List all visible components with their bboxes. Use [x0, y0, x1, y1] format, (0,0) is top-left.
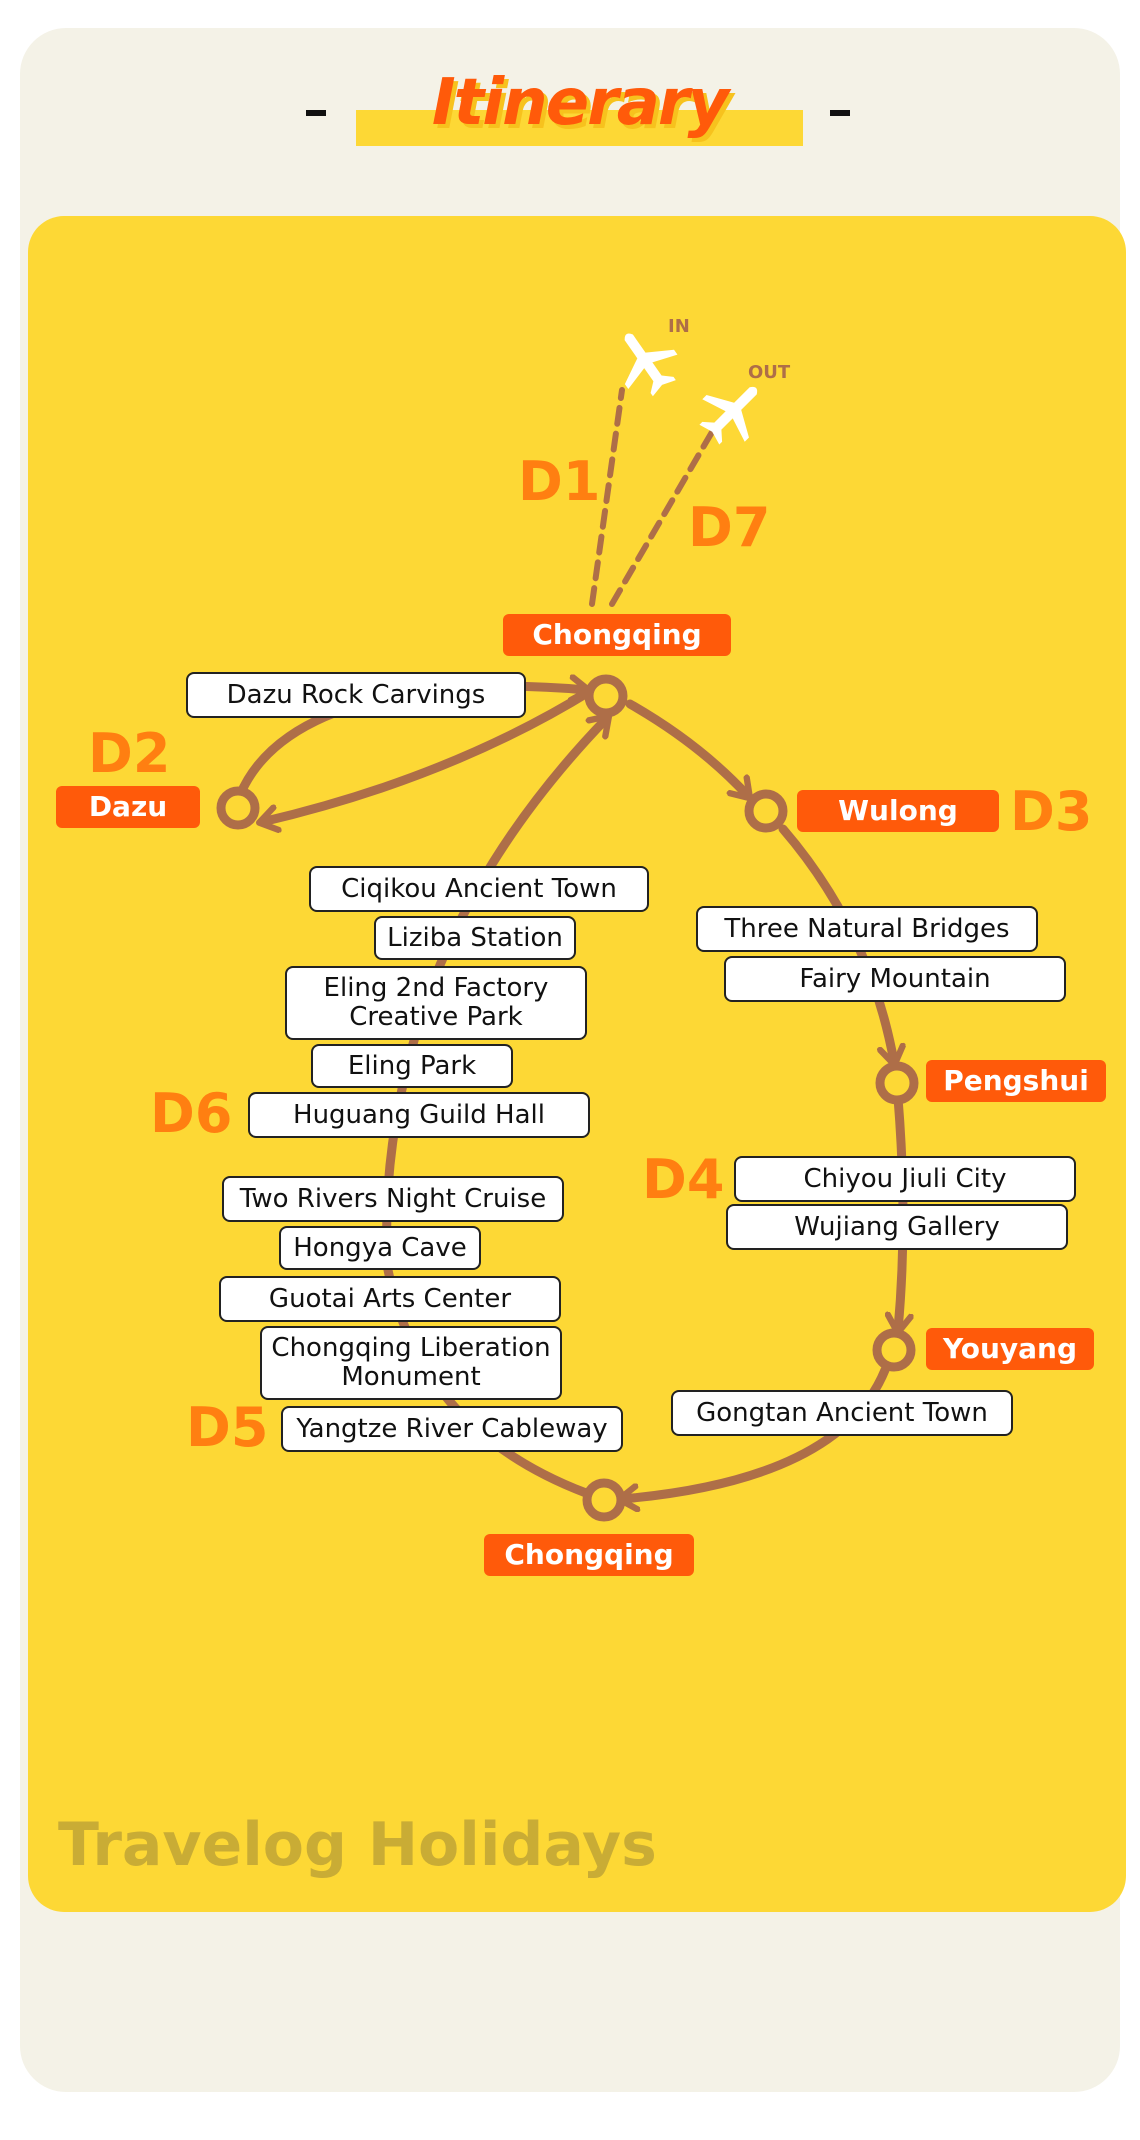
- spot-eling-park: Eling Park: [311, 1044, 513, 1088]
- day-label-d2: D2: [88, 722, 171, 785]
- node-chongqing-bottom: [582, 1478, 626, 1522]
- day-label-d3: D3: [1010, 780, 1093, 843]
- node-pengshui: [875, 1061, 919, 1105]
- spot-gongtan: Gongtan Ancient Town: [671, 1390, 1013, 1436]
- title-dash-right: [830, 110, 850, 116]
- city-label-dazu: Dazu: [56, 786, 200, 828]
- spot-liziba: Liziba Station: [374, 916, 576, 960]
- city-label-chongqing-bottom: Chongqing: [484, 1534, 694, 1576]
- day-label-d1: D1: [518, 450, 601, 513]
- spot-wujiang: Wujiang Gallery: [726, 1204, 1068, 1250]
- page-title: Itinerary: [431, 66, 729, 140]
- title-dash-left: [306, 110, 326, 116]
- node-wulong: [744, 789, 788, 833]
- spot-dazu-rock-carvings: Dazu Rock Carvings: [186, 672, 526, 718]
- node-dazu: [216, 786, 260, 830]
- city-label-wulong: Wulong: [797, 790, 999, 832]
- spot-liberation: Chongqing Liberation Monument: [260, 1326, 562, 1400]
- route-wulong: [625, 699, 748, 796]
- flight-out-label: OUT: [748, 362, 791, 383]
- flight-out-line: [609, 429, 715, 607]
- spot-huguang: Huguang Guild Hall: [248, 1092, 590, 1138]
- flight-in-label: IN: [668, 316, 690, 337]
- day-label-d5: D5: [186, 1396, 269, 1459]
- title-highlight: [356, 110, 803, 146]
- airplane-in-icon: [624, 333, 678, 397]
- day-label-d7: D7: [688, 496, 771, 559]
- node-youyang: [872, 1328, 916, 1372]
- day-label-d6: D6: [150, 1082, 233, 1145]
- city-label-youyang: Youyang: [926, 1328, 1094, 1370]
- spot-eling-factory: Eling 2nd Factory Creative Park: [285, 966, 587, 1040]
- spot-fairy-mountain: Fairy Mountain: [724, 956, 1066, 1002]
- day-label-d4: D4: [642, 1148, 725, 1211]
- spot-three-bridges: Three Natural Bridges: [696, 906, 1038, 952]
- spot-two-rivers: Two Rivers Night Cruise: [222, 1176, 564, 1222]
- node-chongqing-top: [584, 674, 628, 718]
- airplane-out-icon: [699, 386, 758, 445]
- city-label-pengshui: Pengshui: [926, 1060, 1106, 1102]
- spot-ciqikou: Ciqikou Ancient Town: [309, 866, 649, 912]
- flight-in-line: [589, 387, 625, 607]
- city-label-chongqing-top: Chongqing: [503, 614, 731, 656]
- spot-hongya: Hongya Cave: [279, 1226, 481, 1270]
- spot-chiyou: Chiyou Jiuli City: [734, 1156, 1076, 1202]
- spot-cableway: Yangtze River Cableway: [281, 1406, 623, 1452]
- spot-guotai: Guotai Arts Center: [219, 1276, 561, 1322]
- brand-watermark: Travelog Holidays: [58, 1810, 657, 1880]
- route-dazu-out: [262, 685, 597, 822]
